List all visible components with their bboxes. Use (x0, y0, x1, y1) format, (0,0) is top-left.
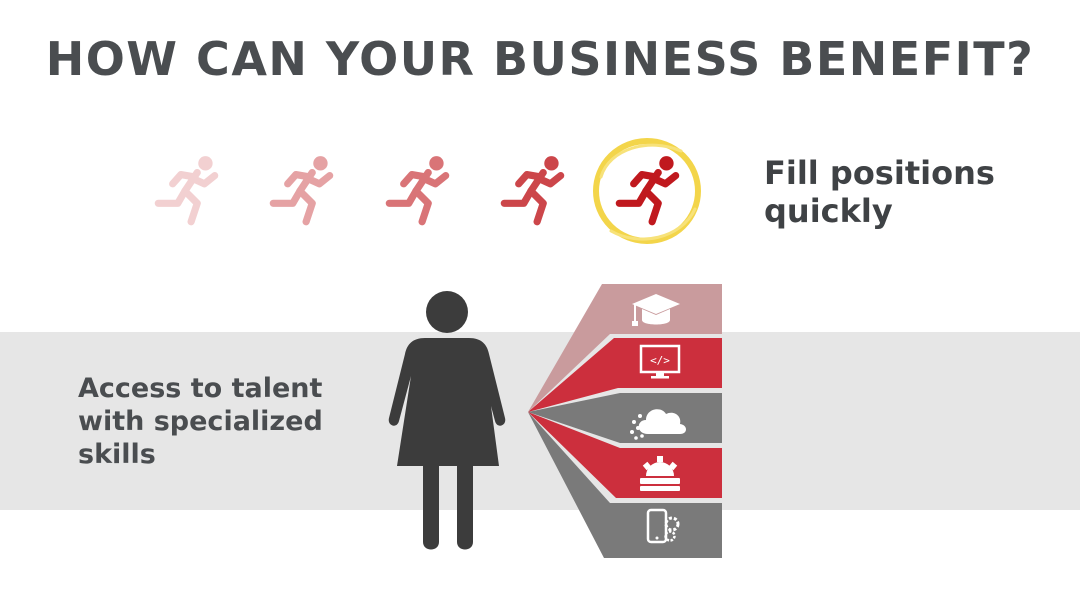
engineering-gear-icon (640, 456, 680, 491)
woman-icon (388, 291, 506, 550)
fill-positions-line: Fill positions (764, 154, 995, 192)
highlight-circle (593, 138, 701, 244)
segment-data (528, 393, 722, 443)
running-person-icon (261, 150, 343, 232)
access-talent-line: with specialized (78, 406, 323, 437)
code-monitor-icon: </> (639, 344, 681, 379)
segment-engineering (528, 412, 722, 498)
access-talent-text: Access to talent with specialized skills (78, 372, 378, 471)
running-person-icon (146, 150, 228, 232)
segment-coding: </> (528, 338, 722, 412)
running-person-icon (377, 150, 459, 232)
fill-positions-line: quickly (764, 192, 893, 230)
access-talent-line: Access to talent (78, 373, 323, 404)
mobile-settings-icon (646, 508, 680, 544)
graduation-cap-icon (632, 294, 680, 326)
page-title: HOW CAN YOUR BUSINESS BENEFIT? (45, 32, 1035, 86)
segment-mobile (528, 412, 722, 558)
svg-text:</>: </> (650, 354, 670, 367)
fill-positions-text: Fill positions quickly (764, 154, 1064, 230)
access-talent-line: skills (78, 439, 156, 470)
skills-fan: </> (528, 284, 722, 558)
running-person-icon (492, 150, 574, 232)
segment-education (528, 284, 722, 412)
cloud-data-icon (630, 409, 686, 440)
running-person-icon (607, 150, 689, 232)
